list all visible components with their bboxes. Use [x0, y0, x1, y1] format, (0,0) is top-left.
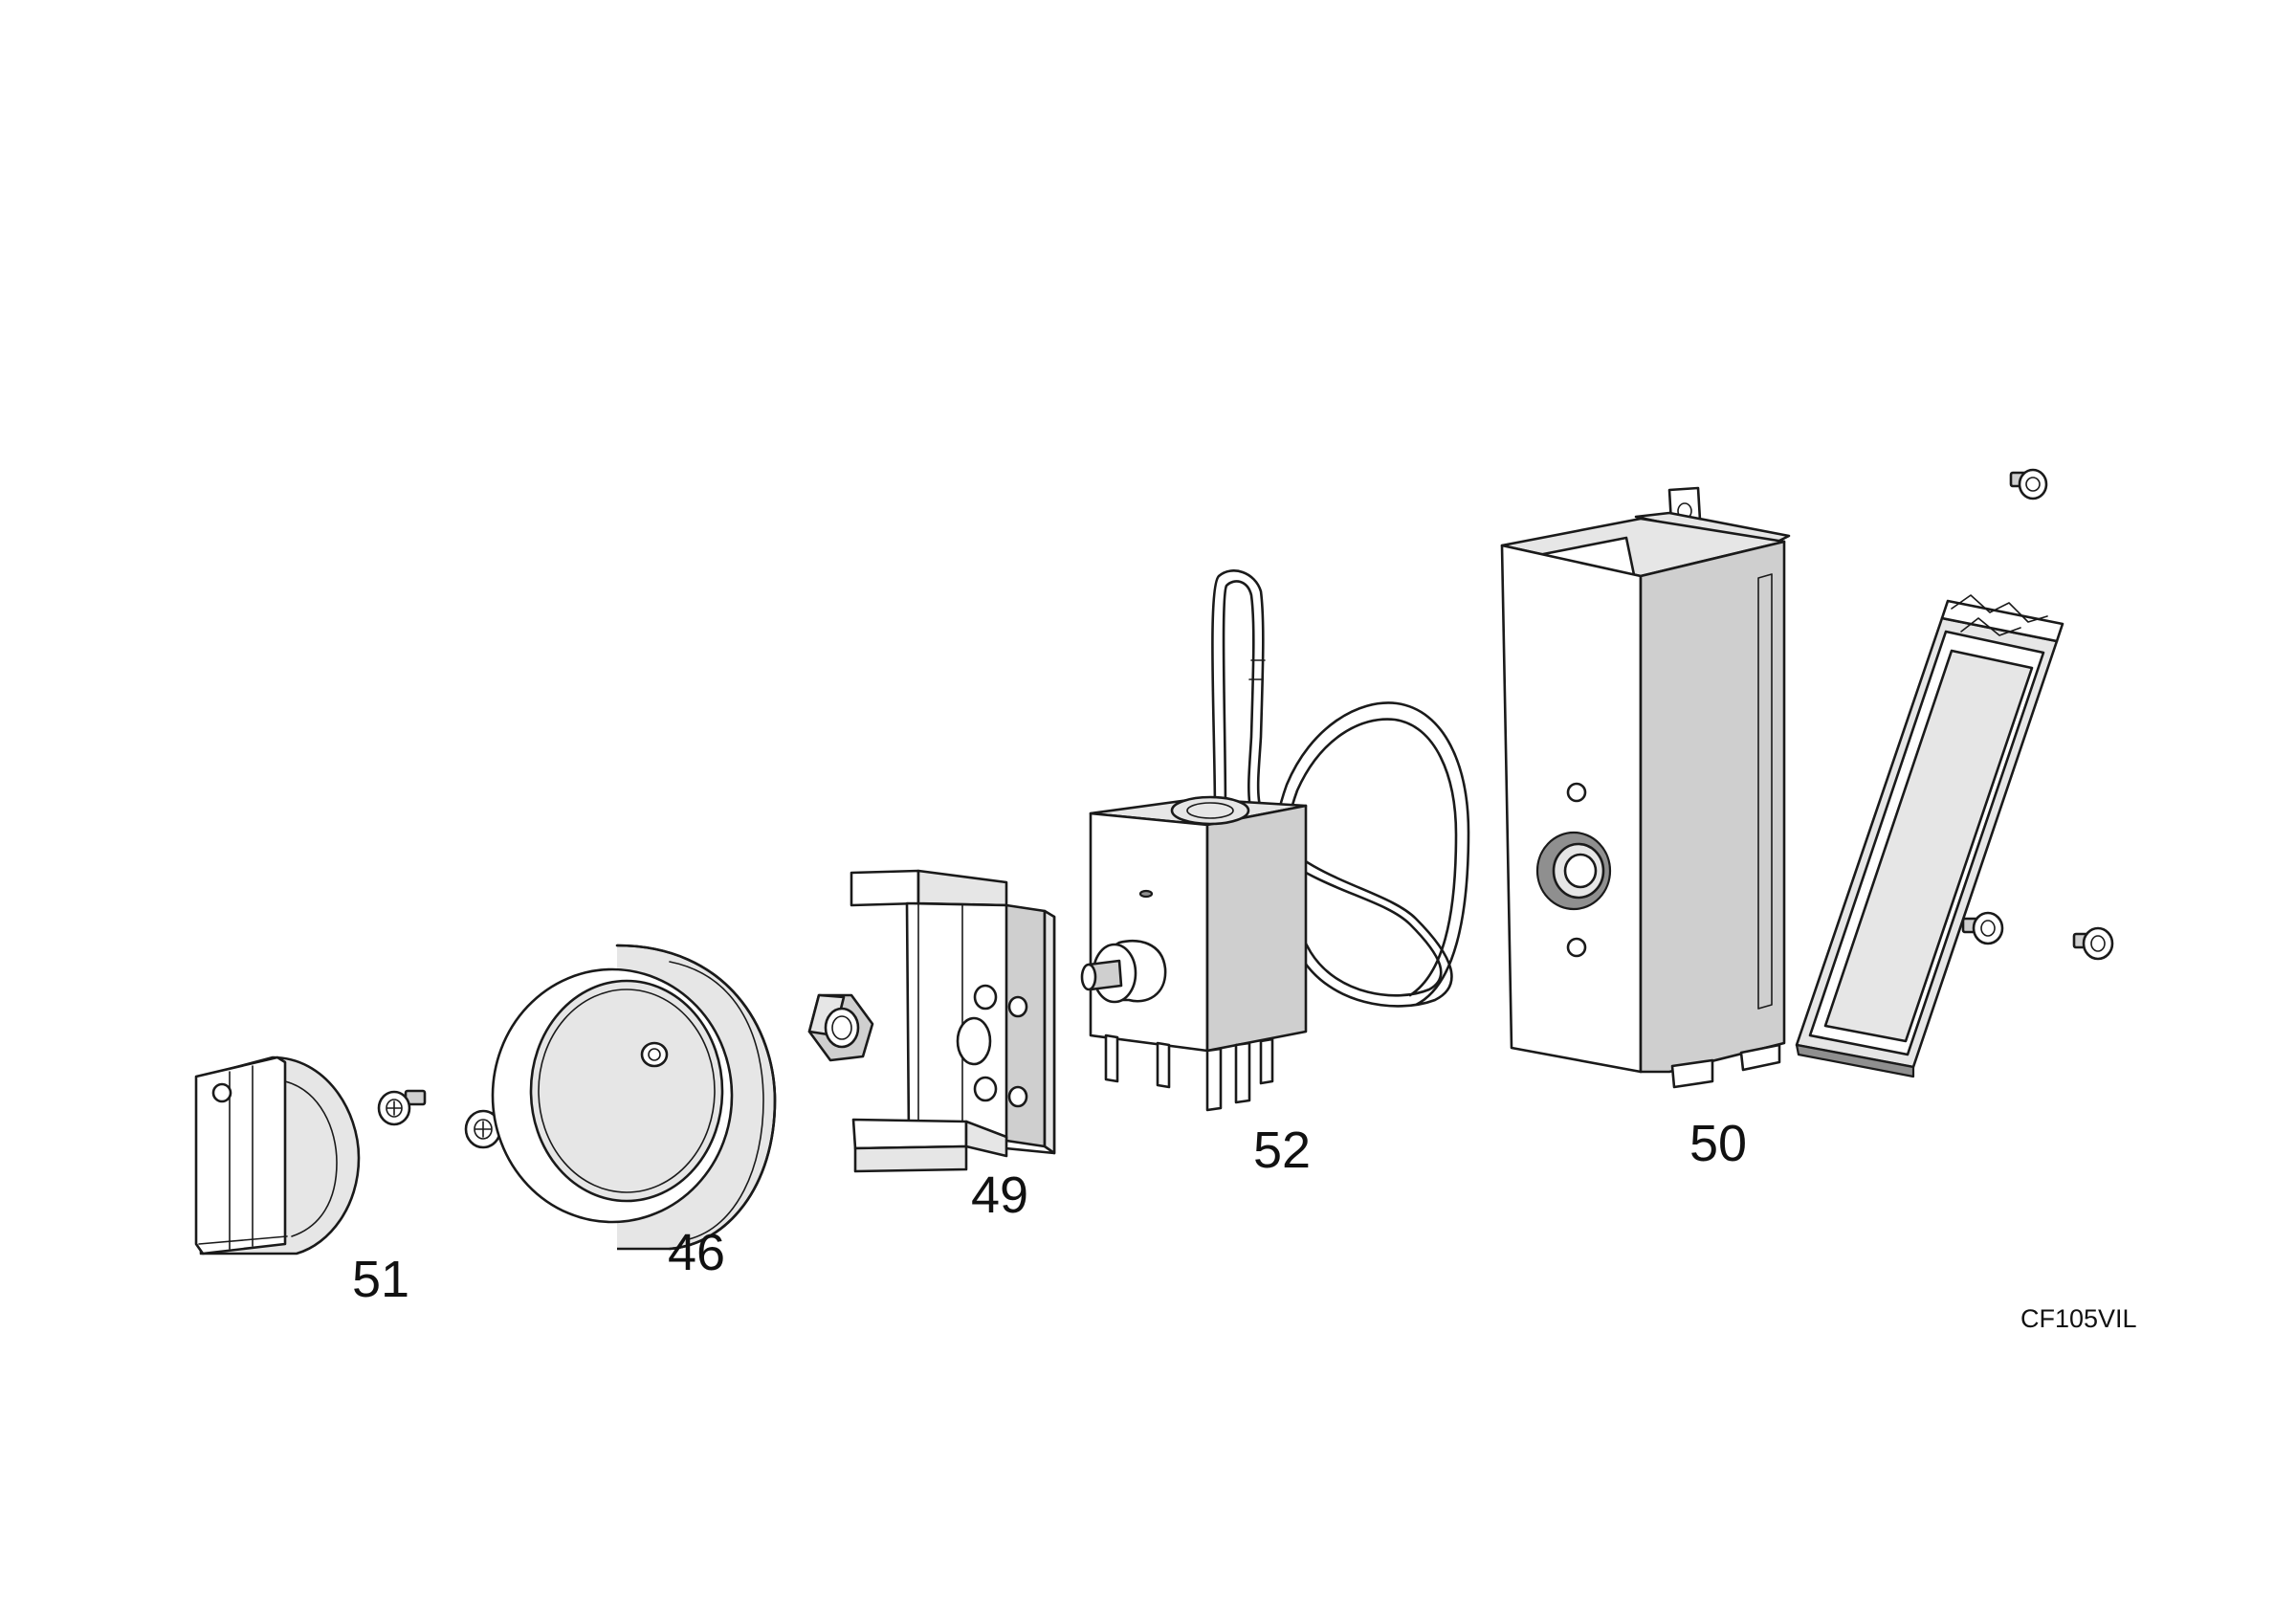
screw-e	[2072, 926, 2114, 961]
part-label-46: 46	[668, 1224, 726, 1281]
bracket-part	[850, 869, 1056, 1173]
hex-nut	[807, 993, 874, 1062]
screw-a	[377, 1089, 427, 1126]
screw-c	[2009, 468, 2048, 500]
part-label-51: 51	[352, 1251, 410, 1308]
thermostat-part	[1080, 569, 1470, 1112]
knob-part	[194, 1055, 361, 1255]
part-label-49: 49	[971, 1167, 1029, 1224]
drawing-code: CF105VIL	[2020, 1304, 2137, 1333]
housing-part	[1500, 486, 2064, 1089]
part-label-52: 52	[1253, 1122, 1312, 1179]
screw-d	[1961, 911, 2004, 945]
bezel-part	[491, 944, 777, 1251]
part-label-50: 50	[1689, 1115, 1748, 1172]
